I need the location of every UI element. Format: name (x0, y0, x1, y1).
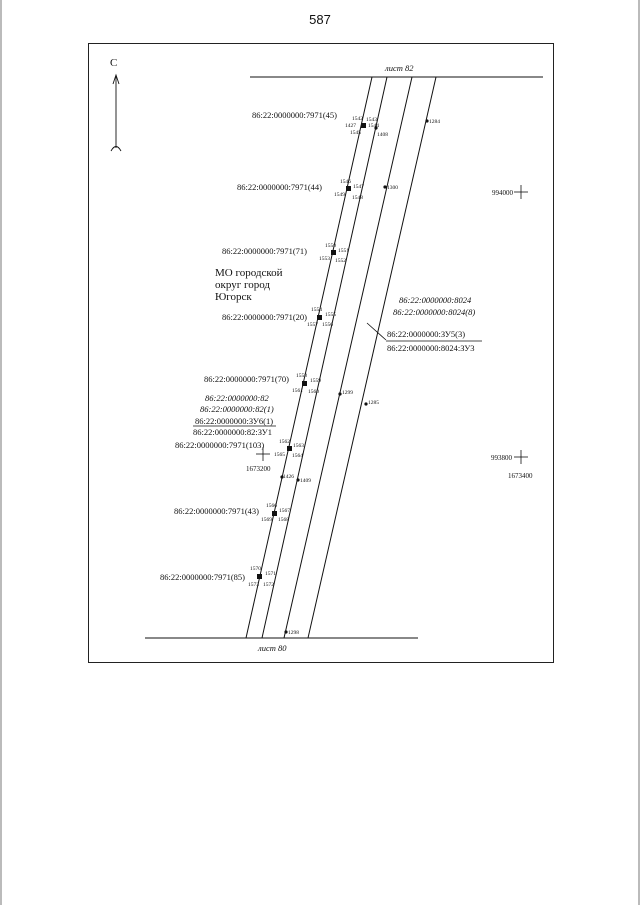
point-number: 1300 (387, 185, 398, 191)
north-arrow: С (110, 57, 122, 152)
point-number: 1573 (248, 582, 259, 588)
point-number: 1559 (310, 378, 321, 384)
point-number: 1542 (352, 116, 363, 122)
point-number: 1568 (278, 517, 289, 523)
right-group-italic-2: 86:22:0000000:8024(8) (393, 307, 475, 317)
point-number: 1552 (335, 258, 346, 264)
point-number: 1408 (377, 132, 388, 138)
point-number: 1551 (338, 248, 349, 254)
region-line-1: МО городской (215, 267, 283, 279)
point-number: 1560 (308, 389, 319, 395)
point-number: 1299 (342, 390, 353, 396)
region-line-3: Югорск (215, 291, 252, 303)
coord-993800: 993800 (491, 454, 513, 462)
parcel-label-85: 86:22:0000000:7971(85) (160, 572, 245, 582)
left-group-italic-2: 86:22:0000000:82(1) (200, 404, 274, 414)
boundary-dots (280, 119, 429, 634)
left-group-italic-1: 86:22:0000000:82 (205, 393, 269, 403)
parcel-label-20: 86:22:0000000:7971(20) (222, 312, 307, 322)
point-number: 1572 (263, 582, 274, 588)
point-numbers: 1542 1543 1427 1544 1545 1408 1284 1546 … (248, 116, 440, 636)
page-number: 587 (309, 12, 331, 27)
parcel-label-45: 86:22:0000000:7971(45) (252, 110, 337, 120)
point-number: 1298 (288, 630, 299, 636)
point-number: 1548 (352, 195, 363, 201)
sheet-bottom-label: лист 80 (257, 643, 287, 653)
coord-1673200: 1673200 (246, 465, 271, 473)
right-group-zu-1: 86:22:0000000:ЗУ5(3) (387, 329, 465, 339)
point-number: 1563 (293, 443, 304, 449)
point-number: 1285 (368, 400, 379, 406)
point-number: 1427 (345, 123, 356, 129)
point-number: 1409 (300, 478, 311, 484)
point-number: 1554 (311, 307, 322, 313)
parcel-markers (257, 123, 366, 579)
point-number: 1555 (325, 312, 336, 318)
coord-crosses (256, 185, 528, 464)
point-number: 1284 (429, 119, 440, 125)
parcel-label-70: 86:22:0000000:7971(70) (204, 374, 289, 384)
parcel-label-44: 86:22:0000000:7971(44) (237, 182, 322, 192)
left-group-zu-1: 86:22:0000000:ЗУ6(1) (195, 416, 273, 426)
point-number: 1565 (274, 452, 285, 458)
point-number: 1558 (296, 373, 307, 379)
point-number: 1571 (265, 571, 276, 577)
point-number: 1549 (334, 192, 345, 198)
point-number: 1557 (307, 322, 318, 328)
point-number: 1567 (279, 508, 290, 514)
point-number: 1570 (250, 566, 261, 572)
sheet-top-label: лист 82 (384, 63, 414, 73)
north-letter: С (110, 57, 117, 69)
parcel-label-71: 86:22:0000000:7971(71) (222, 246, 307, 256)
point-number: 1569 (261, 517, 272, 523)
point-number: 1546 (340, 179, 351, 185)
point-number: 1556 (322, 322, 333, 328)
parcel-label-43: 86:22:0000000:7971(43) (174, 506, 259, 516)
point-number: 1544 (368, 123, 379, 129)
point-number: 1545 (350, 130, 361, 136)
leader-right (366, 322, 387, 341)
coord-994000: 994000 (492, 189, 514, 197)
point-number: 1550 (325, 243, 336, 249)
left-scan-edge (0, 0, 2, 905)
point-number: 1561 (292, 388, 303, 394)
point-number: 1566 (266, 503, 277, 509)
corridor-lines (245, 76, 437, 639)
point-number: 1547 (353, 184, 364, 190)
point-number: 1543 (366, 117, 377, 123)
coord-1673400: 1673400 (508, 472, 533, 480)
left-group-zu-2: 86:22:0000000:82:ЗУ1 (193, 427, 272, 437)
map-frame (88, 43, 554, 663)
right-group-zu-2: 86:22:0000000:8024:ЗУ3 (387, 343, 475, 353)
right-scan-edge (638, 0, 640, 905)
region-line-2: округ город (215, 279, 270, 291)
right-group-italic-1: 86:22:0000000:8024 (399, 295, 472, 305)
parcel-label-103: 86:22:0000000:7971(103) (175, 440, 264, 450)
point-number: 1553 (319, 256, 330, 262)
point-number: 1562 (279, 439, 290, 445)
point-number: 1426 (283, 474, 294, 480)
point-number: 1564 (292, 453, 303, 459)
